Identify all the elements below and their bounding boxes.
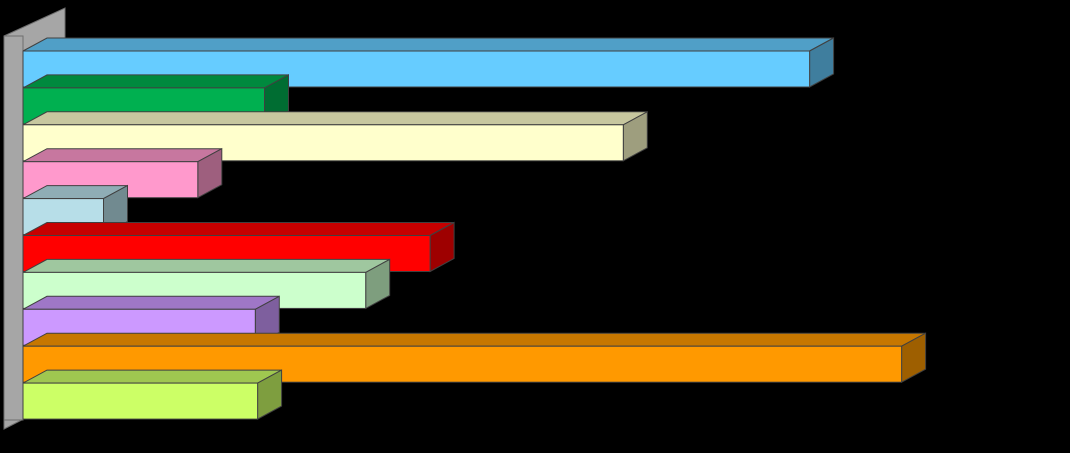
bar-top-face (22, 74, 289, 89)
bar-front-face (22, 382, 259, 420)
bar-top-face (22, 369, 282, 384)
bar-top-face (22, 111, 648, 126)
chart-wall-front (3, 35, 24, 421)
bar-top-face (22, 148, 223, 163)
bar-10 (22, 369, 283, 420)
bar-top-face (22, 332, 926, 347)
bar-top-face (22, 295, 280, 310)
bar-top-face (22, 222, 455, 236)
bar-top-face (22, 37, 834, 52)
bar-top-face (22, 258, 390, 273)
bar-3 (22, 110, 648, 162)
chart-bars (22, 37, 927, 420)
